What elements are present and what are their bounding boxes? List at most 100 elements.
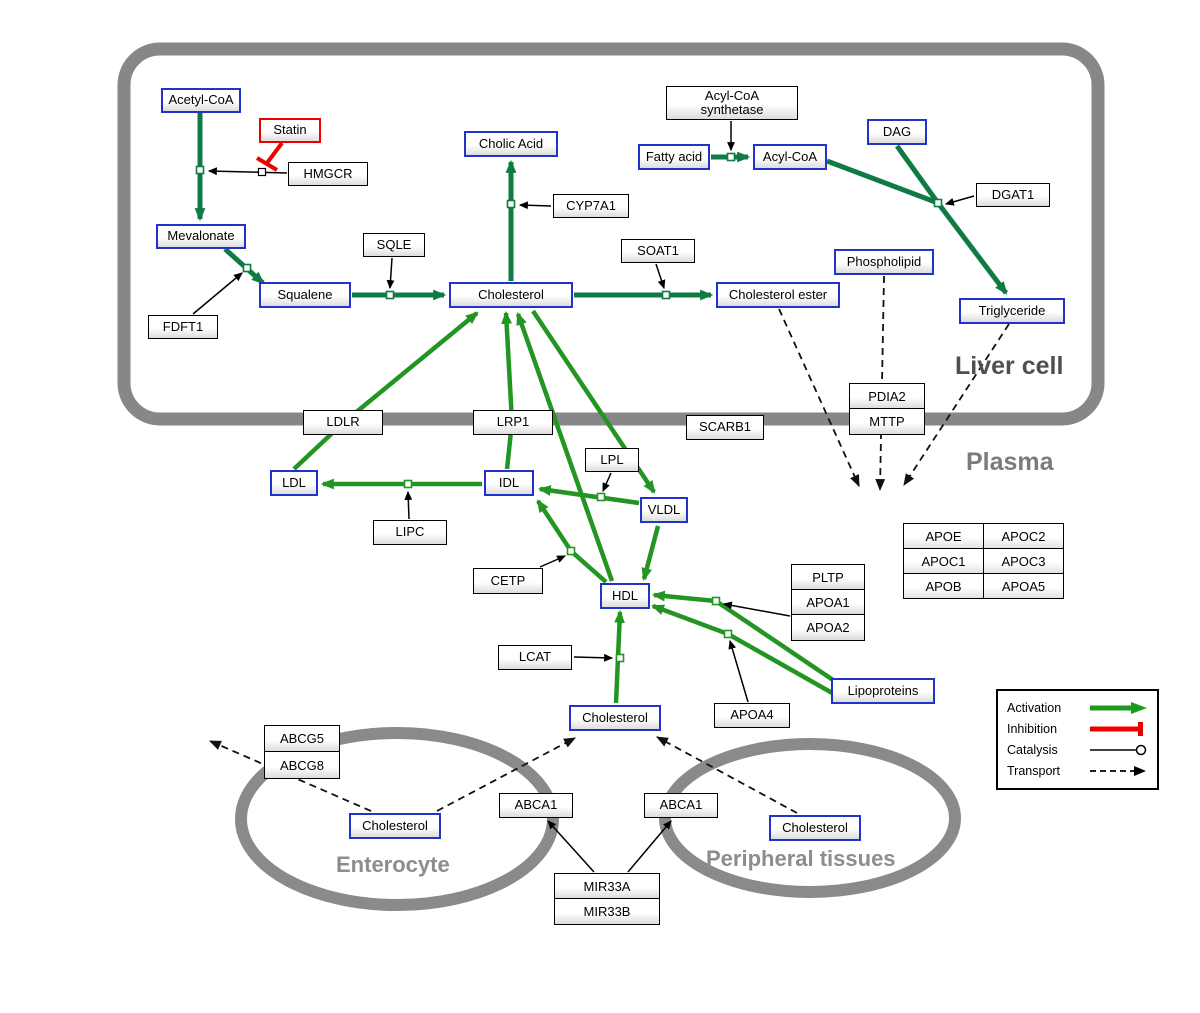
node-apoc3[interactable]: APOC3 — [984, 549, 1064, 574]
node-lipc[interactable]: LIPC — [373, 520, 447, 545]
anchor-pltp-apoa — [711, 596, 721, 606]
node-abca1-peripheral[interactable]: ABCA1 — [644, 793, 718, 818]
inhibition-statin-hmgcr — [255, 141, 284, 172]
mir33a-mir33b-stack: MIR33A MIR33B — [554, 873, 660, 925]
conversion-anchors — [195, 152, 943, 300]
catalysis-apoa4 — [728, 639, 749, 703]
abcg5-abcg8-stack: ABCG5 ABCG8 — [264, 725, 340, 779]
acyl-coa-synthetase-line2: synthetase — [700, 102, 764, 117]
node-cholesterol-plasma[interactable]: Cholesterol — [569, 705, 661, 731]
node-fatty-acid[interactable]: Fatty acid — [638, 144, 710, 170]
node-mevalonate[interactable]: Mevalonate — [156, 224, 246, 249]
node-triglyceride[interactable]: Triglyceride — [959, 298, 1065, 324]
node-ldl[interactable]: LDL — [270, 470, 318, 496]
node-apoa4[interactable]: APOA4 — [714, 703, 790, 728]
node-cholesterol-ester[interactable]: Cholesterol ester — [716, 282, 840, 308]
node-cholic-acid[interactable]: Cholic Acid — [464, 131, 558, 157]
node-cyp7a1[interactable]: CYP7A1 — [553, 194, 629, 218]
catalysis-sqle — [386, 257, 395, 290]
node-acyl-coa-synthetase[interactable]: Acyl-CoA synthetase — [666, 86, 798, 120]
inhibition-tbar-icon — [1090, 722, 1143, 736]
node-squalene[interactable]: Squalene — [259, 282, 351, 308]
node-lrp1[interactable]: LRP1 — [473, 410, 553, 435]
node-dag[interactable]: DAG — [867, 119, 927, 145]
edge-ldl-to-liver-cholesterol-via-ldlr — [292, 311, 479, 471]
inhibition-statin-line — [265, 141, 284, 165]
anchor-acyl-coa-synthetase — [726, 152, 736, 162]
transport-peripheral-cholesterol-to-plasma — [656, 736, 798, 814]
node-mttp[interactable]: MTTP — [850, 409, 924, 434]
catalysis-hmgcr — [207, 167, 288, 176]
node-apoe[interactable]: APOE — [904, 524, 984, 549]
apolipoprotein-table: APOE APOC2 APOC1 APOC3 APOB APOA5 — [903, 523, 1064, 599]
anchor-hmgcr — [195, 165, 205, 175]
node-phospholipid[interactable]: Phospholipid — [834, 249, 934, 275]
node-pdia2[interactable]: PDIA2 — [850, 384, 924, 409]
peripheral-tissues-membrane — [659, 738, 961, 898]
transport-edges — [208, 275, 1010, 814]
node-scarb1[interactable]: SCARB1 — [686, 415, 764, 440]
node-dgat1[interactable]: DGAT1 — [976, 183, 1050, 207]
node-abcg8[interactable]: ABCG8 — [265, 752, 339, 778]
node-apoc2[interactable]: APOC2 — [984, 524, 1064, 549]
node-mir33b[interactable]: MIR33B — [555, 899, 659, 924]
node-apoa1[interactable]: APOA1 — [792, 590, 864, 615]
node-fdft1[interactable]: FDFT1 — [148, 315, 218, 339]
anchor-lcat — [615, 653, 625, 663]
node-cholesterol-peripheral[interactable]: Cholesterol — [769, 815, 861, 841]
plasma-anchors — [403, 479, 733, 663]
peripheral-tissues-label: Peripheral tissues — [706, 846, 896, 871]
anchor-hmgcr-port — [257, 167, 267, 177]
edge-mir33-to-abca1-enterocyte — [547, 820, 595, 873]
node-pltp[interactable]: PLTP — [792, 565, 864, 590]
node-lipoproteins[interactable]: Lipoproteins — [831, 678, 935, 704]
node-mir33a[interactable]: MIR33A — [555, 874, 659, 899]
node-acetyl-coa[interactable]: Acetyl-CoA — [161, 88, 241, 113]
node-cetp[interactable]: CETP — [473, 568, 543, 594]
catalysis-cyp7a1 — [518, 201, 552, 210]
node-cholesterol-enterocyte[interactable]: Cholesterol — [349, 813, 441, 839]
node-hdl[interactable]: HDL — [600, 583, 650, 609]
liver-cell-membrane — [117, 42, 1105, 426]
node-ldlr[interactable]: LDLR — [303, 410, 383, 435]
node-hmgcr[interactable]: HMGCR — [288, 162, 368, 186]
anchor-cyp7a1 — [506, 199, 516, 209]
legend-row-transport: Transport — [1007, 761, 1148, 781]
enterocyte-label: Enterocyte — [336, 852, 450, 877]
node-lcat[interactable]: LCAT — [498, 645, 572, 670]
node-sqle[interactable]: SQLE — [363, 233, 425, 257]
catalysis-lcat — [573, 653, 614, 662]
edge-idl-to-liver-cholesterol-via-lrp1 — [501, 310, 515, 470]
activation-arrow-icon — [1090, 702, 1147, 714]
edge-vldl-to-idl — [537, 485, 640, 506]
pdia2-mttp-stack: PDIA2 MTTP — [849, 383, 925, 435]
node-idl[interactable]: IDL — [484, 470, 534, 496]
node-apoc1[interactable]: APOC1 — [904, 549, 984, 574]
edge-dag-to-dgat1-node — [894, 144, 941, 205]
legend-row-activation: Activation — [1007, 698, 1148, 718]
edge-mir33-to-abca1-peripheral — [627, 820, 672, 873]
node-abcg5[interactable]: ABCG5 — [265, 726, 339, 752]
node-abca1-enterocyte[interactable]: ABCA1 — [499, 793, 573, 818]
node-lpl[interactable]: LPL — [585, 448, 639, 472]
node-apoa2[interactable]: APOA2 — [792, 615, 864, 640]
anchor-dgat1 — [933, 198, 943, 208]
node-cholesterol-liver[interactable]: Cholesterol — [449, 282, 573, 308]
acyl-coa-synthetase-line1: Acyl-CoA — [704, 87, 760, 103]
node-apob[interactable]: APOB — [904, 574, 984, 599]
node-acyl-coa[interactable]: Acyl-CoA — [753, 144, 827, 170]
node-vldl[interactable]: VLDL — [640, 497, 688, 523]
node-apoa5[interactable]: APOA5 — [984, 574, 1064, 599]
legend-transport-label: Transport — [1007, 764, 1061, 778]
legend-row-inhibition: Inhibition — [1007, 719, 1148, 739]
legend: Activation Inhibition Catalysis Transpor… — [996, 689, 1159, 790]
anchor-cetp — [566, 546, 576, 556]
anchor-lipc — [403, 479, 413, 489]
catalysis-fdft1 — [192, 272, 243, 315]
legend-activation-label: Activation — [1007, 701, 1062, 715]
edge-vldl-to-hdl — [641, 525, 661, 582]
node-soat1[interactable]: SOAT1 — [621, 239, 695, 263]
node-statin[interactable]: Statin — [259, 118, 321, 143]
pltp-apoa1-apoa2-stack: PLTP APOA1 APOA2 — [791, 564, 865, 641]
